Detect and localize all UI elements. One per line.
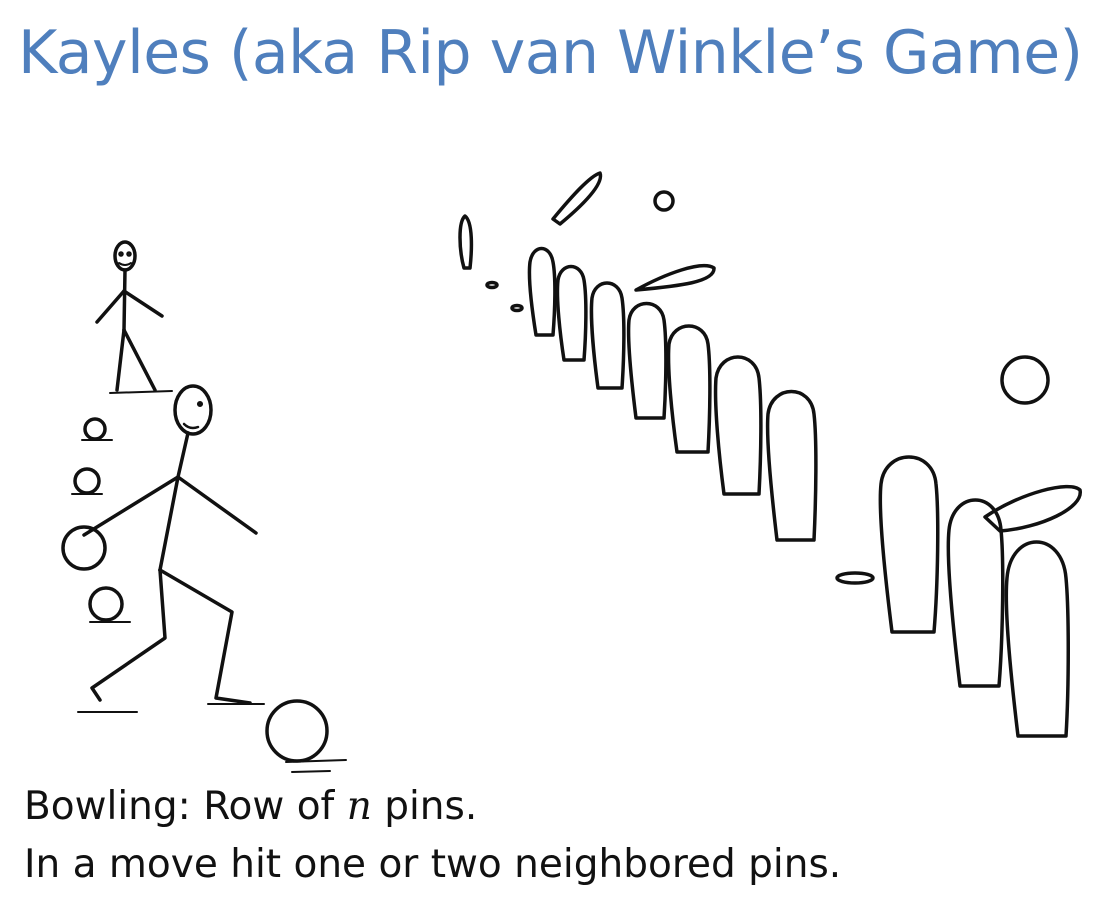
bowling-balls [61, 190, 1050, 773]
pin-9 [946, 498, 1005, 688]
rule-line-1: Bowling: Row of n pins. [24, 784, 477, 829]
ball-2 [73, 467, 101, 495]
rule-line-1-prefix: Bowling: Row of [24, 784, 347, 829]
slide-title: Kayles (aka Rip van Winkle’s Game) [18, 18, 1083, 88]
pin-5 [666, 324, 712, 454]
ball-4 [88, 586, 124, 622]
pin-7 [765, 389, 818, 542]
bowler-figure [77, 384, 265, 713]
pin-4 [626, 301, 668, 420]
ball-5 [265, 699, 329, 763]
spectator-figure [95, 240, 173, 394]
ball-3 [61, 525, 107, 571]
flying-pins [458, 171, 1082, 585]
pin-count-variable: n [346, 784, 372, 829]
pin-6 [713, 355, 763, 496]
flying-pin-1 [458, 214, 474, 270]
rule-line-2: In a move hit one or two neighbored pins… [24, 842, 842, 887]
ball-6 [1000, 355, 1050, 405]
flying-pin-2 [551, 171, 603, 226]
pin-3 [589, 281, 626, 390]
pin-8 [878, 455, 940, 634]
ball-7 [653, 190, 675, 212]
rule-line-1-suffix: pins. [371, 784, 478, 829]
ball-1 [83, 417, 107, 441]
bowling-illustration [61, 171, 1082, 773]
fallen-pin [983, 484, 1082, 533]
pin-2 [555, 264, 588, 362]
pin-1 [527, 246, 557, 337]
flying-pin-3 [634, 263, 716, 292]
pin-row [527, 246, 1070, 738]
pin-10 [1004, 540, 1070, 738]
